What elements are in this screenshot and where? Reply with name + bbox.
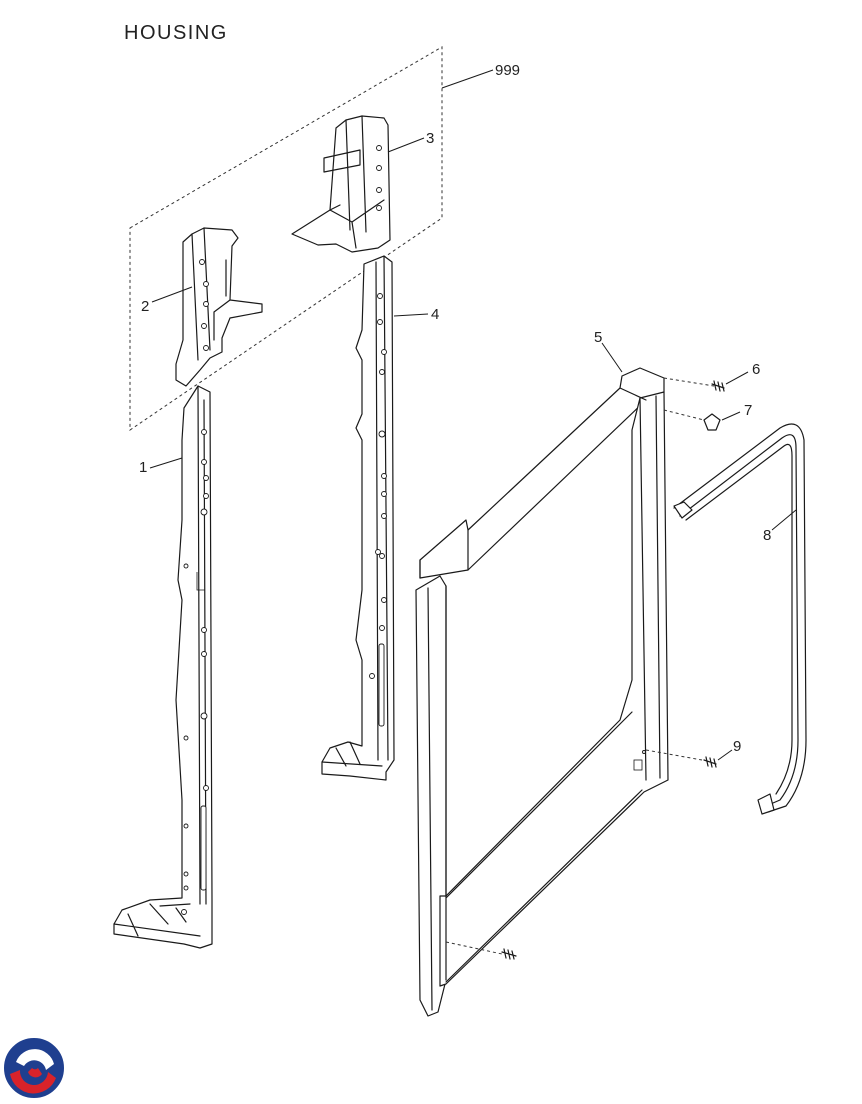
assembly-999-boundary (129, 46, 443, 431)
label-part-3: 3 (426, 130, 434, 147)
label-part-2: 2 (141, 298, 149, 315)
label-part-7: 7 (744, 402, 752, 419)
label-part-8: 8 (763, 527, 771, 544)
label-part-9: 9 (733, 738, 741, 755)
label-999: 999 (495, 62, 520, 79)
label-part-6: 6 (752, 361, 760, 378)
part-2-left-bracket (151, 227, 263, 387)
part-3-upper-bracket (291, 115, 425, 253)
part-5-frame (415, 342, 669, 1017)
projection-line-7 (663, 409, 705, 421)
frame-bottom-screw (501, 948, 517, 960)
leader-999 (441, 69, 494, 89)
part-8-seal (673, 423, 807, 815)
part-1-left-upright (113, 385, 213, 949)
part-6-screw (711, 371, 749, 392)
label-part-1: 1 (139, 459, 147, 476)
label-part-4: 4 (431, 306, 439, 323)
projection-line-6 (663, 377, 715, 387)
diagram-title: HOUSING (124, 22, 228, 44)
part-7-clip (703, 411, 741, 431)
brand-swirl-logo (2, 1036, 66, 1100)
part-9-screw (703, 749, 733, 768)
part-4-middle-upright (321, 255, 429, 781)
label-part-5: 5 (594, 329, 602, 346)
